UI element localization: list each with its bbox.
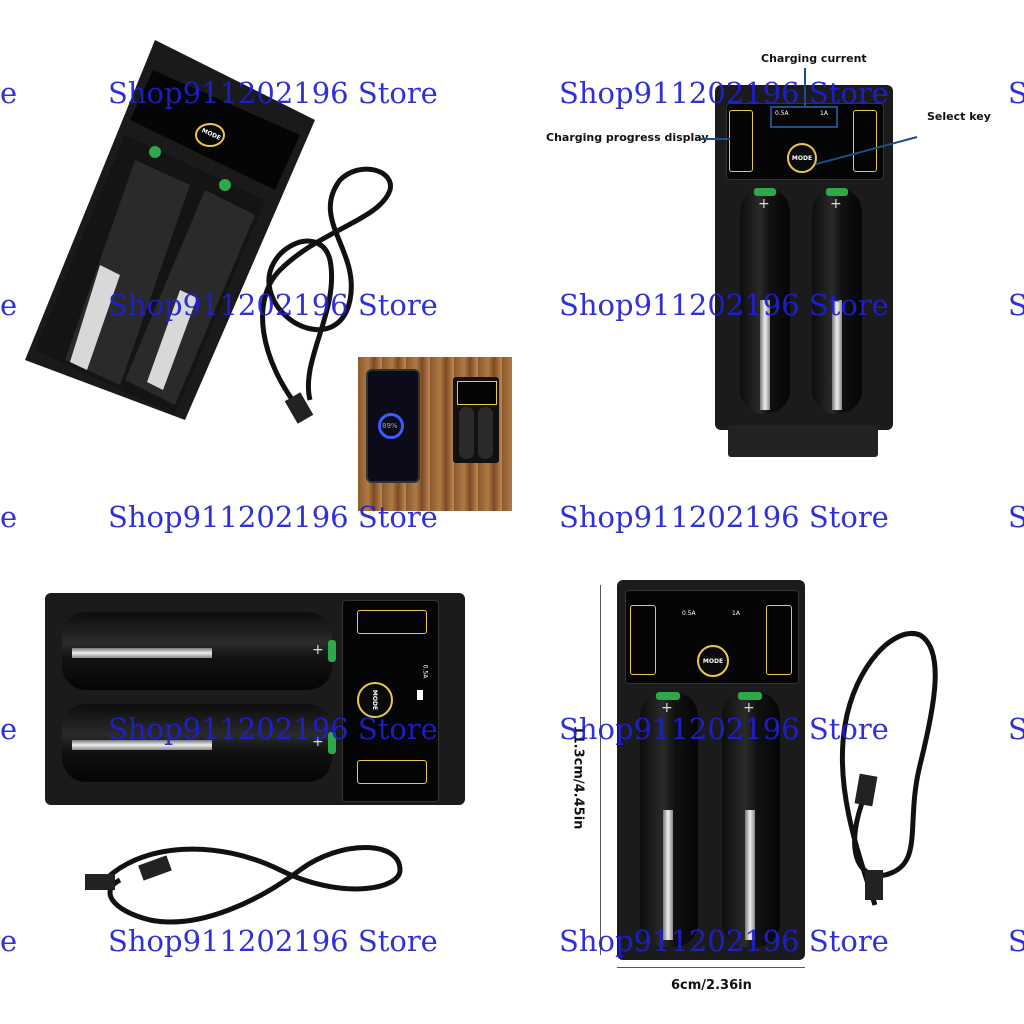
mini-slot-b bbox=[478, 407, 493, 459]
callout-select-key: Select key bbox=[927, 110, 991, 123]
battery-gauge-right-br bbox=[766, 605, 792, 675]
watermark-edge-right-2: S bbox=[1008, 288, 1024, 322]
watermark-edge-left-3: e bbox=[0, 500, 18, 534]
callout-charging-progress: Charging progress display bbox=[546, 131, 709, 144]
contact-right-br bbox=[745, 810, 755, 940]
watermark-r2c2: Shop911202196 Store bbox=[559, 288, 889, 322]
battery-gauge-right-tr bbox=[853, 110, 877, 172]
watermark-edge-left-1: e bbox=[0, 76, 18, 110]
current-label-bl: 0.5A bbox=[421, 664, 429, 679]
charger-icon bbox=[25, 40, 315, 420]
phone-percent: 89% bbox=[382, 422, 398, 430]
green-tab-bottom-bl bbox=[328, 732, 336, 754]
battery-gauge-left-br bbox=[630, 605, 656, 675]
usb-cable-icon bbox=[85, 845, 403, 925]
contact-right-tr bbox=[832, 300, 842, 410]
green-tab-top-bl bbox=[328, 640, 336, 662]
contact-top-bl bbox=[72, 648, 212, 658]
watermark-edge-left-5: e bbox=[0, 924, 18, 958]
usb-cable-icon bbox=[839, 631, 938, 906]
mode-button-tr[interactable]: MODE bbox=[787, 143, 817, 173]
inset-photo: 89% bbox=[358, 357, 512, 511]
green-tab-right-br bbox=[738, 692, 762, 700]
led-bl bbox=[417, 690, 423, 700]
battery-gauge-left-tr bbox=[729, 110, 753, 172]
current-box-tr bbox=[770, 106, 838, 128]
plus-bottom-bl: + bbox=[312, 734, 324, 750]
mini-charger bbox=[453, 377, 499, 463]
width-dim-line bbox=[617, 967, 805, 968]
charger-base-tr bbox=[728, 425, 878, 457]
green-tab-right-tr bbox=[826, 188, 848, 196]
watermark-edge-right-1: S bbox=[1008, 76, 1024, 110]
watermark-edge-right-4: S bbox=[1008, 712, 1024, 746]
phone-image: 89% bbox=[366, 369, 420, 483]
plus-right-tr: + bbox=[830, 196, 842, 212]
charger-photo-top-left bbox=[25, 40, 325, 420]
height-dim-line bbox=[600, 585, 601, 955]
green-tab-left-tr bbox=[754, 188, 776, 196]
contact-left-br bbox=[663, 810, 673, 940]
watermark-edge-right-5: S bbox=[1008, 924, 1024, 958]
callout-line-progress bbox=[700, 138, 730, 140]
watermark-r4c2: Shop911202196 Store bbox=[559, 712, 889, 746]
plus-left-br: + bbox=[661, 700, 673, 716]
current-low-br: 0.5A bbox=[682, 610, 696, 617]
watermark-edge-right-3: S bbox=[1008, 500, 1024, 534]
width-dim-label: 6cm/2.36in bbox=[671, 978, 752, 993]
watermark-r3c1: Shop911202196 Store bbox=[108, 500, 438, 534]
callout-line-current bbox=[804, 68, 806, 106]
battery-gauge-top-bl bbox=[357, 610, 427, 634]
watermark-r5c1: Shop911202196 Store bbox=[108, 924, 438, 958]
watermark-edge-left-4: e bbox=[0, 712, 18, 746]
watermark-edge-left-2: e bbox=[0, 288, 18, 322]
current-high-tr: 1A bbox=[820, 110, 828, 117]
mini-panel bbox=[457, 381, 497, 405]
green-tab-left-br bbox=[656, 692, 680, 700]
current-high-br: 1A bbox=[732, 610, 740, 617]
contact-left-tr bbox=[760, 300, 770, 410]
battery-ring bbox=[378, 413, 404, 439]
watermark-r4c1: Shop911202196 Store bbox=[108, 712, 438, 746]
contact-bottom-bl bbox=[72, 740, 212, 750]
watermark-r1c1: Shop911202196 Store bbox=[108, 76, 438, 110]
watermark-r1c2: Shop911202196 Store bbox=[559, 76, 889, 110]
mini-slot-a bbox=[459, 407, 474, 459]
watermark-r5c2: Shop911202196 Store bbox=[559, 924, 889, 958]
watermark-r2c1: Shop911202196 Store bbox=[108, 288, 438, 322]
usb-cable-icon bbox=[260, 166, 393, 424]
callout-charging-current: Charging current bbox=[761, 52, 867, 65]
current-low-tr: 0.5A bbox=[775, 110, 789, 117]
mode-button-br[interactable]: MODE bbox=[697, 645, 729, 677]
battery-gauge-bottom-bl bbox=[357, 760, 427, 784]
plus-left-tr: + bbox=[758, 196, 770, 212]
watermark-r3c2: Shop911202196 Store bbox=[559, 500, 889, 534]
plus-right-br: + bbox=[743, 700, 755, 716]
plus-top-bl: + bbox=[312, 642, 324, 658]
